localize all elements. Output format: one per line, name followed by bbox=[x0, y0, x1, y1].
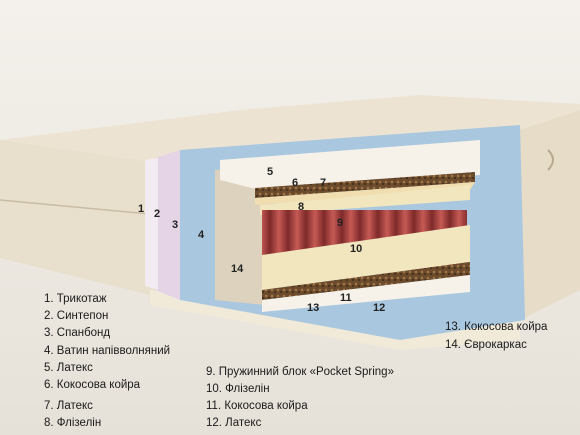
legend-item-2: 2. Синтепон bbox=[44, 310, 109, 322]
marker-14: 14 bbox=[231, 263, 244, 275]
upper-coir bbox=[255, 172, 475, 198]
mattress-right-side bbox=[520, 110, 580, 320]
marker-7: 7 bbox=[320, 177, 327, 189]
legend-item-12: 12. Латекс bbox=[206, 417, 262, 429]
marker-9: 9 bbox=[337, 217, 344, 229]
euroframe bbox=[215, 168, 265, 305]
mattress-piping bbox=[0, 199, 151, 215]
marker-2: 2 bbox=[154, 208, 161, 220]
marker-1: 1 bbox=[138, 203, 145, 215]
lower-latex bbox=[262, 275, 470, 312]
legend-item-4: 4. Ватин напівволняний bbox=[44, 345, 171, 357]
legend-item-6: 6. Кокосова койра bbox=[44, 379, 141, 391]
handle bbox=[547, 149, 554, 171]
lower-coir bbox=[262, 262, 470, 300]
marker-8: 8 bbox=[298, 201, 305, 213]
synthetic-layer bbox=[155, 150, 180, 300]
marker-13: 13 bbox=[307, 302, 320, 314]
spunbond-layer bbox=[145, 158, 158, 290]
marker-11: 11 bbox=[340, 292, 352, 304]
legend-item-11: 11. Кокосова койра bbox=[206, 400, 308, 412]
lower-felt bbox=[262, 225, 470, 290]
legend-item-1: 1. Трикотаж bbox=[44, 293, 107, 305]
marker-4: 4 bbox=[198, 229, 205, 241]
legend-item-8: 8. Флізелін bbox=[44, 417, 102, 429]
legend-item-13: 13. Кокосова койра bbox=[445, 321, 548, 333]
legend-item-5: 5. Латекс bbox=[44, 362, 93, 374]
mattress-front-side bbox=[0, 140, 170, 300]
marker-12: 12 bbox=[373, 302, 386, 314]
legend-item-7: 7. Латекс bbox=[44, 400, 93, 412]
legend-item-9: 9. Пружинний блок «Pocket Spring» bbox=[206, 366, 394, 378]
marker-6: 6 bbox=[292, 177, 299, 189]
marker-10: 10 bbox=[350, 243, 363, 255]
marker-3: 3 bbox=[172, 219, 179, 231]
marker-5: 5 bbox=[267, 166, 274, 178]
legend-item-3: 3. Спанбонд bbox=[44, 327, 111, 339]
legend-item-10: 10. Флізелін bbox=[206, 383, 270, 395]
legend-item-14: 14. Єврокаркас bbox=[445, 339, 527, 351]
upper-latex-2 bbox=[255, 182, 475, 205]
felt-top bbox=[260, 185, 470, 215]
